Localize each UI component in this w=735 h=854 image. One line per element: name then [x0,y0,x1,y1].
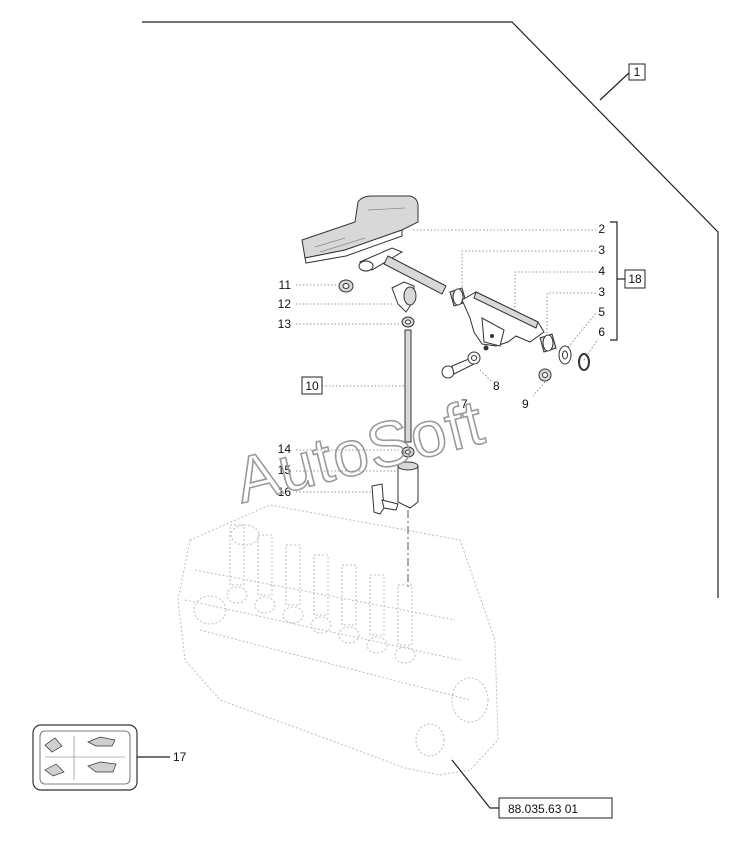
valve-spool-ghost [397,584,413,646]
reference-number: 88.035.63 01 [508,802,578,816]
pin-part-16[interactable] [371,483,399,515]
callout-box-1[interactable] [628,63,646,81]
nut-part-13[interactable] [401,316,415,328]
nut-part-14[interactable] [401,446,415,458]
valve-port-ghost [338,626,360,644]
callout-6: 6 [598,325,605,339]
callout-5: 5 [598,305,605,319]
valve-spool-ghost [313,554,329,616]
watermark-text: AutoSoft [228,386,491,517]
bracket-18 [610,221,618,341]
leader-4 [514,271,596,318]
leader-9 [532,381,546,397]
callout-box-18[interactable] [624,269,646,289]
assembly-frame-line [142,21,719,598]
valve-port-ghost [282,606,304,624]
callout-4: 4 [598,264,605,278]
valve-port-ghost [226,586,248,604]
callout-12: 12 [278,297,292,311]
snap-ring-part-6[interactable] [578,353,590,371]
callout-7: 7 [461,397,468,411]
callout-10: 10 [305,379,319,393]
callout-3b: 3 [598,285,605,299]
callout-13: 13 [278,317,292,331]
leader-3b [546,292,596,340]
valve-port-ghost [310,616,332,634]
leader-3a [461,250,596,290]
callout-1: 1 [634,65,641,79]
leader-5 [565,312,597,351]
valve-port-ghost [254,596,276,614]
bushing-part-3b[interactable] [539,333,557,353]
washer-part-8[interactable] [467,351,481,365]
valve-spool-ghost [285,544,301,606]
leader-reference [451,759,500,809]
valve-spool-ghost [229,524,245,586]
callout-17: 17 [173,750,187,764]
callout-3a: 3 [598,243,605,257]
washer-part-5[interactable] [558,345,572,365]
nut-part-9[interactable] [538,368,552,382]
callout-11: 11 [279,278,292,292]
decal-part-17[interactable] [32,724,138,791]
pedal-part-2[interactable] [301,195,447,295]
callout-9: 9 [522,397,529,411]
valve-port-ghost [366,636,388,654]
lever-part-4[interactable] [461,291,545,351]
callout-15: 15 [278,463,292,477]
leader-1 [599,71,631,101]
reference-box[interactable] [498,797,613,819]
callout-2: 2 [598,222,605,236]
valve-spool-ghost [257,534,273,596]
nut-part-11[interactable] [338,279,354,293]
callout-14: 14 [278,442,292,456]
clevis-part-15[interactable] [397,461,419,509]
callout-16: 16 [278,485,292,499]
rod-part-10[interactable] [404,329,412,443]
valve-spool-ghost [369,574,385,636]
leader-8 [479,369,493,383]
control-valve-ghost [177,504,499,776]
callout-18: 18 [628,272,642,286]
callout-box-10[interactable] [301,376,323,395]
valve-port-ghost [394,646,416,664]
ball-joint-part-12[interactable] [391,281,417,313]
leader-6 [583,338,599,361]
callout-8: 8 [493,379,500,393]
valve-spool-ghost [341,564,357,626]
